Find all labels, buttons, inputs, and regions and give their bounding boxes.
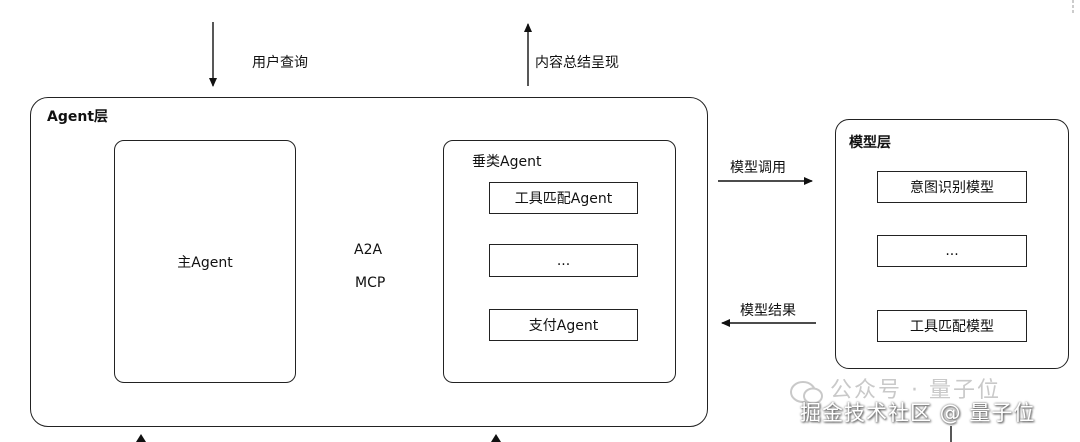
vertical-agent-item-payment: 支付Agent <box>489 309 638 341</box>
main-agent-box: 主Agent <box>114 140 296 383</box>
user-query-label: 用户查询 <box>252 55 308 71</box>
bottom-arrowhead-left <box>136 434 146 442</box>
content-output-label: 内容总结呈现 <box>535 55 619 71</box>
model-item-label: 意图识别模型 <box>910 180 994 196</box>
watermark-line2: 掘金技术社区 @ 量子位 <box>800 401 1036 425</box>
wechat-icon <box>790 381 823 405</box>
vertical-agent-title: 垂类Agent <box>472 154 542 170</box>
model-result-label: 模型结果 <box>740 303 796 319</box>
bottom-arrowhead-middle <box>491 434 501 442</box>
model-item-tool-match: 工具匹配模型 <box>877 310 1027 342</box>
vertical-agent-item-tool-match: 工具匹配Agent <box>489 182 638 214</box>
model-layer-title: 模型层 <box>849 135 891 151</box>
watermark-line1: 公众号 · 量子位 <box>830 378 1001 403</box>
vertical-agent-item-ellipsis: ... <box>489 244 638 277</box>
model-item-label: ... <box>945 243 959 259</box>
protocol-mcp-label: MCP <box>355 275 386 291</box>
vertical-agent-item-label: 支付Agent <box>528 318 599 334</box>
agent-layer-title: Agent层 <box>47 109 109 125</box>
main-agent-label: 主Agent <box>177 254 233 271</box>
model-item-ellipsis: ... <box>877 235 1027 267</box>
model-call-label: 模型调用 <box>730 160 786 176</box>
protocol-a2a-label: A2A <box>354 242 383 258</box>
vertical-agent-item-label: 工具匹配Agent <box>514 191 613 207</box>
model-item-intent: 意图识别模型 <box>877 171 1027 203</box>
vertical-agent-item-label: ... <box>556 252 571 269</box>
model-item-label: 工具匹配模型 <box>910 319 994 335</box>
